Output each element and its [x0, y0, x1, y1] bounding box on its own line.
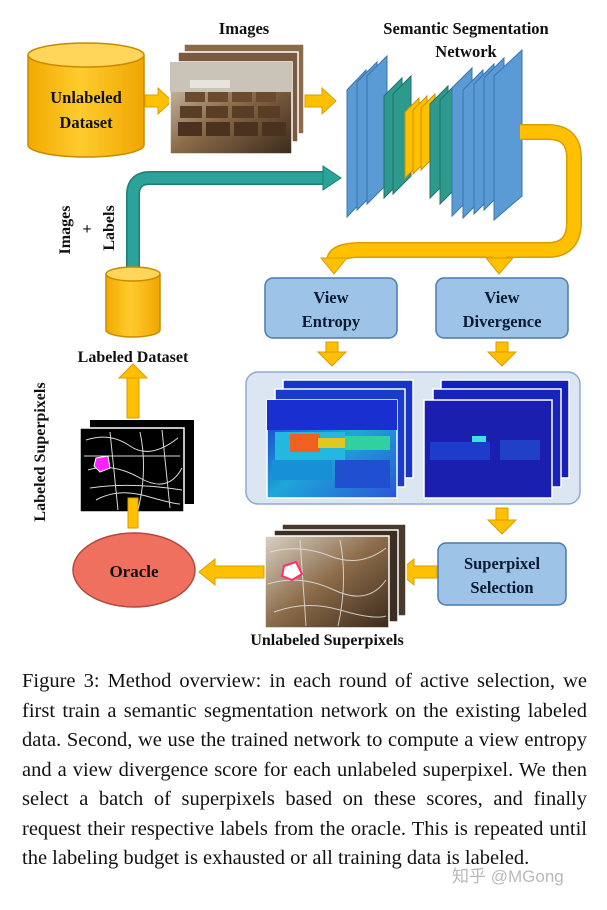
- oracle-label: Oracle: [109, 562, 159, 581]
- labeled-dataset-cylinder: [105, 266, 161, 338]
- arrow-images-to-network: [304, 86, 337, 116]
- image-stack: [169, 43, 305, 155]
- view-divergence-box: View Divergence: [435, 277, 569, 339]
- divergence-map-stack: [423, 379, 570, 499]
- arrow-dataset-to-images: [144, 86, 173, 116]
- segmentation-network: [346, 48, 523, 222]
- view-divergence-line2: Divergence: [463, 312, 542, 331]
- arrow-superpixels-to-labeled: [117, 363, 149, 419]
- view-divergence-line1: View: [484, 288, 519, 307]
- superpixel-selection-box: Superpixel Selection: [437, 542, 567, 606]
- images-vertical-label: Images: [57, 206, 74, 255]
- plus-label: +: [82, 221, 91, 238]
- entropy-map-stack: [266, 379, 414, 499]
- superpixel-selection-line1: Superpixel: [464, 554, 541, 573]
- images-label: Images: [219, 19, 270, 38]
- arrow-entropy-down: [316, 341, 348, 367]
- network-label-line1: Semantic Segmentation: [383, 19, 548, 38]
- view-entropy-line2: Entropy: [302, 312, 361, 331]
- view-entropy-line1: View: [313, 288, 348, 307]
- method-overview-diagram: Unlabeled Dataset Images Semanti: [27, 19, 582, 649]
- network-label-line2: Network: [435, 42, 497, 61]
- arrow-labeled-to-network: [126, 165, 342, 270]
- images-plus-labels: Images + Labels: [57, 205, 118, 254]
- oracle-ellipse: Oracle: [72, 532, 196, 608]
- labeled-superpixel-image: [79, 420, 194, 529]
- arrow-superpixels-to-oracle: [198, 557, 265, 587]
- labels-vertical-label: Labels: [101, 205, 118, 250]
- unlabeled-dataset-label-line2: Dataset: [59, 113, 113, 132]
- unlabeled-dataset-label-line1: Unlabeled: [50, 88, 122, 107]
- room-photo: [169, 61, 293, 155]
- unlabeled-superpixels-label: Unlabeled Superpixels: [250, 632, 403, 649]
- watermark: 知乎 @MGong: [452, 867, 564, 886]
- labeled-superpixels-label: Labeled Superpixels: [32, 382, 49, 521]
- arrow-divergence-down: [486, 341, 518, 367]
- score-maps-panel: [245, 371, 581, 505]
- unlabeled-dataset-cylinder: Unlabeled Dataset: [27, 42, 145, 158]
- view-entropy-box: View Entropy: [264, 277, 398, 339]
- figure-caption: Figure 3: Method overview: in each round…: [22, 670, 587, 869]
- arrow-panel-to-selection: [486, 507, 518, 535]
- superpixel-selection-line2: Selection: [470, 578, 533, 597]
- arrow-network-to-scores: [319, 124, 582, 275]
- unlabeled-superpixel-image: [264, 523, 407, 629]
- labeled-dataset-label: Labeled Dataset: [78, 349, 189, 366]
